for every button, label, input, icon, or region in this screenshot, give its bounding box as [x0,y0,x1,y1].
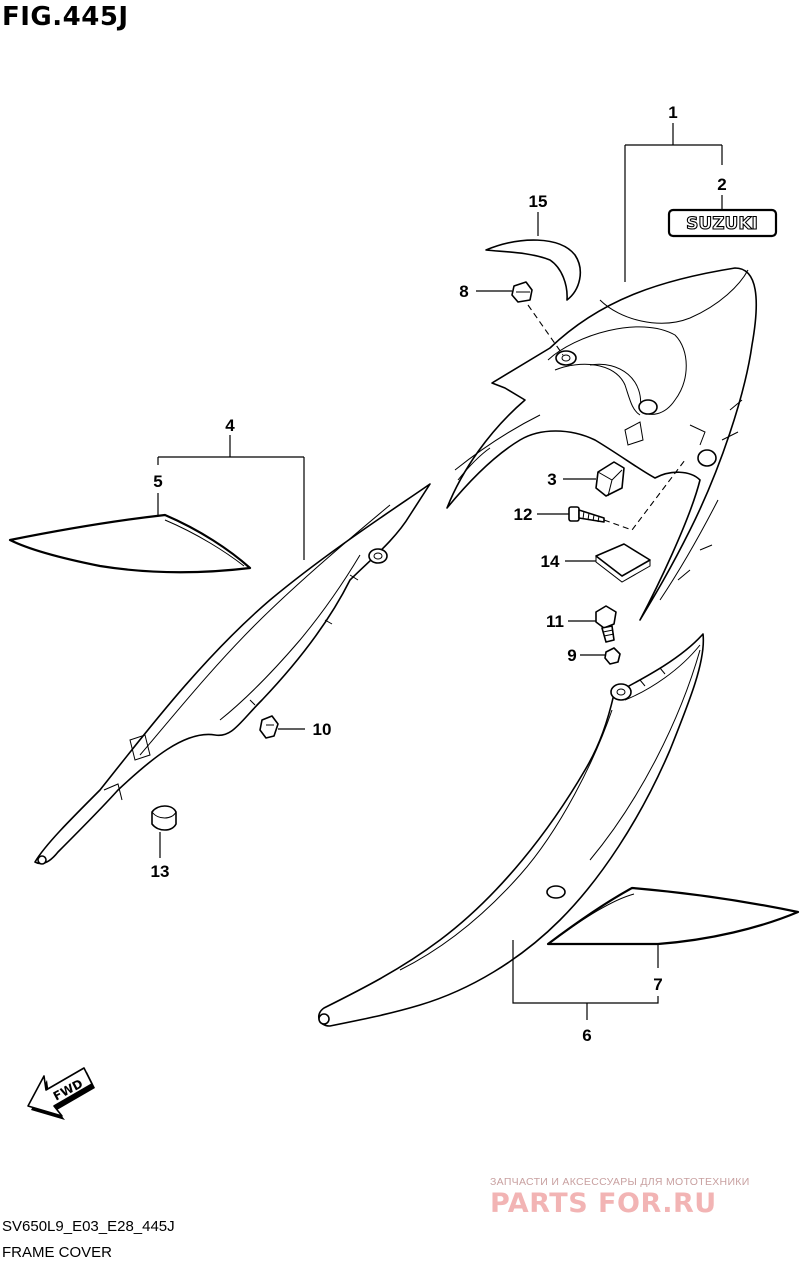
diagram-name: FRAME COVER [2,1244,113,1261]
leader-lines [157,123,723,1020]
callout-9: 9 [567,646,576,665]
callout-7: 7 [653,975,662,994]
emblem-text: SUZUKI [686,214,758,234]
screw-part-8[interactable] [511,281,533,303]
cushion-3-edges [597,469,623,497]
callout-6: 6 [582,1026,591,1045]
callout-1: 1 [668,103,677,122]
pad-14-thickness [595,556,651,583]
callout-13: 13 [151,862,170,881]
right-frame-cover-part[interactable] [317,633,705,1027]
tail-cowl-part[interactable] [446,267,758,621]
left-frame-cover-part[interactable] [34,483,431,865]
rivet-part-10[interactable] [259,715,279,739]
trim-strip-part[interactable] [485,239,582,301]
right-decal-edge [553,893,635,941]
callout-numbers: 1 2 3 4 5 6 7 8 9 10 11 12 13 14 15 [151,103,727,1045]
callout-11: 11 [546,612,564,631]
callout-14: 14 [541,552,560,571]
callout-5: 5 [153,472,162,491]
screw-8-guide [527,304,564,356]
left-decal-edge [164,519,245,567]
nut-part-9[interactable] [604,647,621,665]
callout-12: 12 [514,505,533,524]
watermark-tagline: ЗАПЧАСТИ И АКСЕССУАРЫ ДЛЯ МОТОТЕХНИКИ [490,1176,750,1188]
diagram-code: SV650L9_E03_E28_445J [2,1218,175,1235]
watermark-logo: PARTS FOR.RU [490,1188,717,1219]
callout-8: 8 [459,282,468,301]
plug-13-edge [151,811,177,819]
bolt-part-11[interactable] [595,605,617,643]
figure-title: FIG.445J [2,2,129,32]
fwd-arrow-icon: FWD [27,1067,95,1120]
screw-part-12[interactable] [568,506,605,523]
right-decal-part[interactable] [546,886,800,946]
callout-3: 3 [547,470,556,489]
callout-2: 2 [717,175,726,194]
suzuki-emblem[interactable]: SUZUKI [667,208,778,238]
callout-4: 4 [225,416,235,435]
callout-15: 15 [529,192,548,211]
callout-10: 10 [313,720,332,739]
left-decal-part[interactable] [8,513,252,574]
